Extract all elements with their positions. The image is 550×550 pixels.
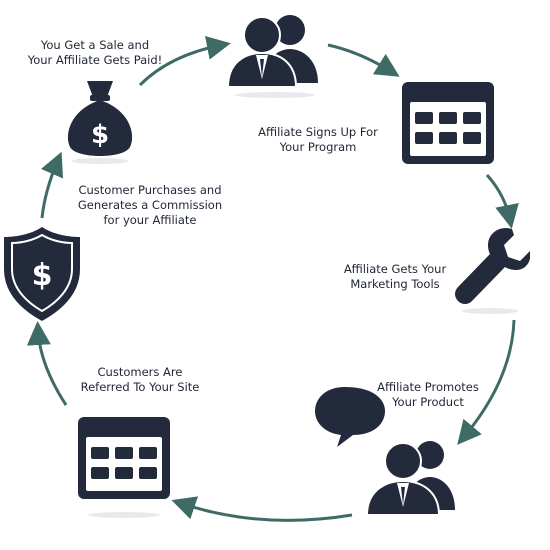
step-tools-line-2: Marketing Tools xyxy=(350,277,440,291)
step-purchase-line-3: for your Affiliate xyxy=(103,213,197,227)
arrow-wrench-to-promotes xyxy=(457,319,516,445)
step-label-promotes: Affiliate Promotes Your Product xyxy=(368,380,488,410)
step-label-sale: You Get a Sale and Your Affiliate Gets P… xyxy=(10,38,180,68)
step-sale-line-1: You Get a Sale and xyxy=(40,38,150,52)
step-label-referred: Customers Are Referred To Your Site xyxy=(65,365,215,395)
step-promotes-line-1: Affiliate Promotes xyxy=(377,380,479,394)
step-referred-line-2: Referred To Your Site xyxy=(80,380,200,394)
arrow-shield-to-sale xyxy=(40,151,64,219)
arrow-tools-to-wrench xyxy=(485,173,519,229)
svg-text:$: $ xyxy=(32,258,53,293)
users-icon xyxy=(226,15,318,98)
step-purchase-line-1: Customer Purchases and xyxy=(78,183,222,197)
speech-bubble-icon xyxy=(315,387,385,447)
calendar-grid-icon xyxy=(402,82,494,164)
step-purchase-line-2: Generates a Commission xyxy=(77,198,223,212)
arrow-sale-to-signup xyxy=(138,36,231,87)
users-speech-icon xyxy=(315,387,455,516)
shield-dollar-icon: $ xyxy=(4,227,80,321)
step-label-purchase: Customer Purchases and Generates a Commi… xyxy=(65,183,235,228)
arrow-signup-to-tools xyxy=(327,43,400,77)
step-label-signup: Affiliate Signs Up For Your Program xyxy=(248,125,388,155)
step-promotes-line-2: Your Product xyxy=(392,395,464,409)
arrow-referred-to-shield xyxy=(26,321,68,406)
step-signup-line-1: Affiliate Signs Up For xyxy=(258,125,378,139)
money-bag-icon: $ xyxy=(67,81,133,164)
arrow-promotes-to-referred xyxy=(171,496,353,522)
step-sale-line-2: Your Affiliate Gets Paid! xyxy=(27,53,163,67)
step-signup-line-2: Your Program xyxy=(279,140,357,154)
svg-text:$: $ xyxy=(91,120,109,150)
step-referred-line-1: Customers Are xyxy=(97,365,183,379)
wrench-icon xyxy=(455,228,530,314)
step-tools-line-1: Affiliate Gets Your xyxy=(343,262,447,276)
calendar-grid-icon xyxy=(78,417,170,518)
step-label-tools: Affiliate Gets Your Marketing Tools xyxy=(330,262,460,292)
